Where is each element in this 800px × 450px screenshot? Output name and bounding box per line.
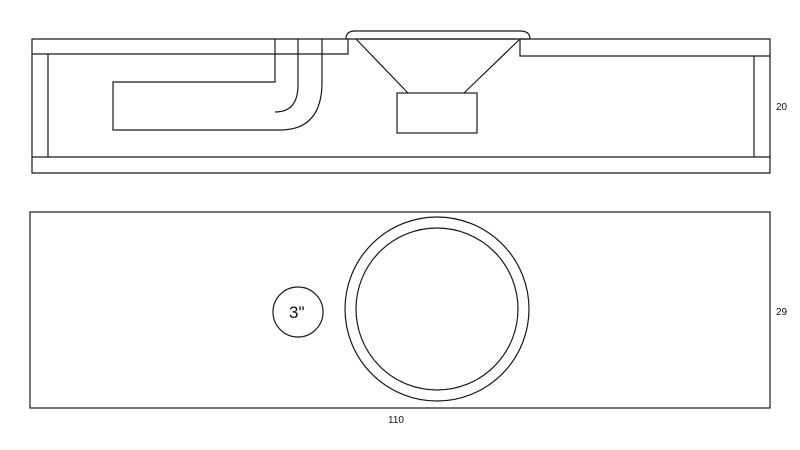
width-label: 110 — [388, 415, 404, 426]
driver-gasket — [345, 30, 531, 40]
port-tube-inner-wall — [274, 39, 299, 113]
driver-cone — [355, 38, 521, 94]
front-height-label: 29 — [776, 307, 788, 318]
left-side-wall — [31, 54, 49, 157]
right-side-wall — [753, 56, 771, 157]
side-height-label: 20 — [776, 102, 788, 113]
top-panel-right — [519, 38, 771, 57]
port-tube-outer-wall — [112, 39, 323, 131]
top-panel-left — [31, 38, 349, 55]
port-size-label: 3" — [289, 303, 305, 322]
driver-outer-ring — [344, 216, 530, 402]
port-opening — [272, 286, 324, 338]
front-view: 3" 29 110 — [29, 211, 788, 426]
side-section-view: 20 — [31, 30, 788, 174]
bottom-panel — [31, 156, 771, 174]
driver-magnet — [396, 92, 478, 134]
front-baffle — [29, 211, 771, 409]
driver-inner-ring — [355, 227, 519, 391]
